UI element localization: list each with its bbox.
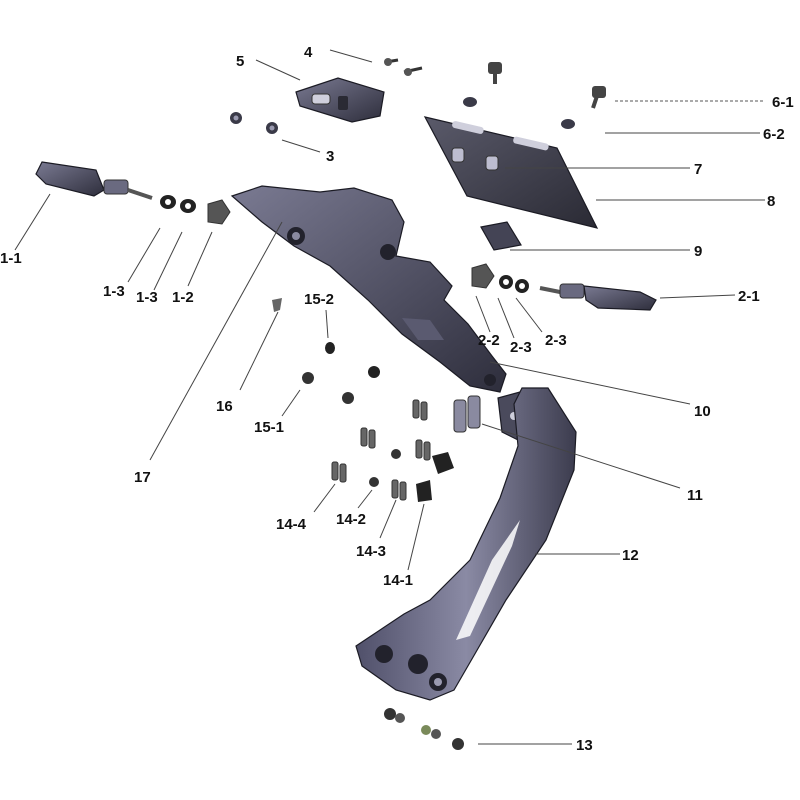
label-2-3b: 2-3	[545, 332, 567, 349]
label-10: 10	[694, 403, 711, 420]
label-1-3a: 1-3	[103, 283, 125, 300]
label-3: 3	[326, 148, 334, 165]
swing-arm-part	[355, 387, 577, 701]
label-12: 12	[622, 547, 639, 564]
label-16: 16	[216, 398, 233, 415]
plate-bolts-part	[451, 147, 499, 171]
label-1-2: 1-2	[172, 289, 194, 306]
label-11: 11	[687, 487, 703, 504]
label-9: 9	[694, 243, 702, 260]
label-1-1: 1-1	[0, 250, 22, 267]
license-light-part	[295, 77, 385, 123]
label-2-3a: 2-3	[510, 339, 532, 356]
label-14-3: 14-3	[356, 543, 386, 560]
main-bracket-part	[230, 185, 507, 393]
label-14-4: 14-4	[276, 516, 307, 533]
label-15-2: 15-2	[304, 291, 334, 308]
label-2-2: 2-2	[478, 332, 500, 349]
plate-fasteners-part	[463, 62, 606, 129]
label-14-1: 14-1	[383, 572, 413, 589]
leader-lines	[14, 49, 765, 745]
label-5: 5	[236, 53, 244, 70]
bottom-bolts-part	[384, 708, 464, 750]
small-hardware-part	[272, 298, 454, 502]
light-screws-part	[384, 58, 423, 76]
callout-labels: 1-1 1-3 1-3 1-2 2-1 2-2 2-3 2-3 3 4 5 6-…	[0, 44, 794, 754]
label-1-3b: 1-3	[136, 289, 158, 306]
label-13: 13	[576, 737, 593, 754]
license-plate-part	[423, 116, 599, 229]
label-4: 4	[304, 44, 313, 61]
reflector-pad-part	[480, 221, 522, 251]
label-6-2: 6-2	[763, 126, 785, 143]
left-indicator-part	[35, 161, 231, 225]
right-indicator-part	[471, 263, 657, 311]
label-8: 8	[767, 193, 775, 210]
label-7: 7	[694, 161, 702, 178]
nuts-part	[230, 112, 278, 134]
label-2-1: 2-1	[738, 288, 760, 305]
label-14-2: 14-2	[336, 511, 366, 528]
label-15-1: 15-1	[254, 419, 284, 436]
label-6-1: 6-1	[772, 94, 794, 111]
label-17: 17	[134, 469, 151, 486]
